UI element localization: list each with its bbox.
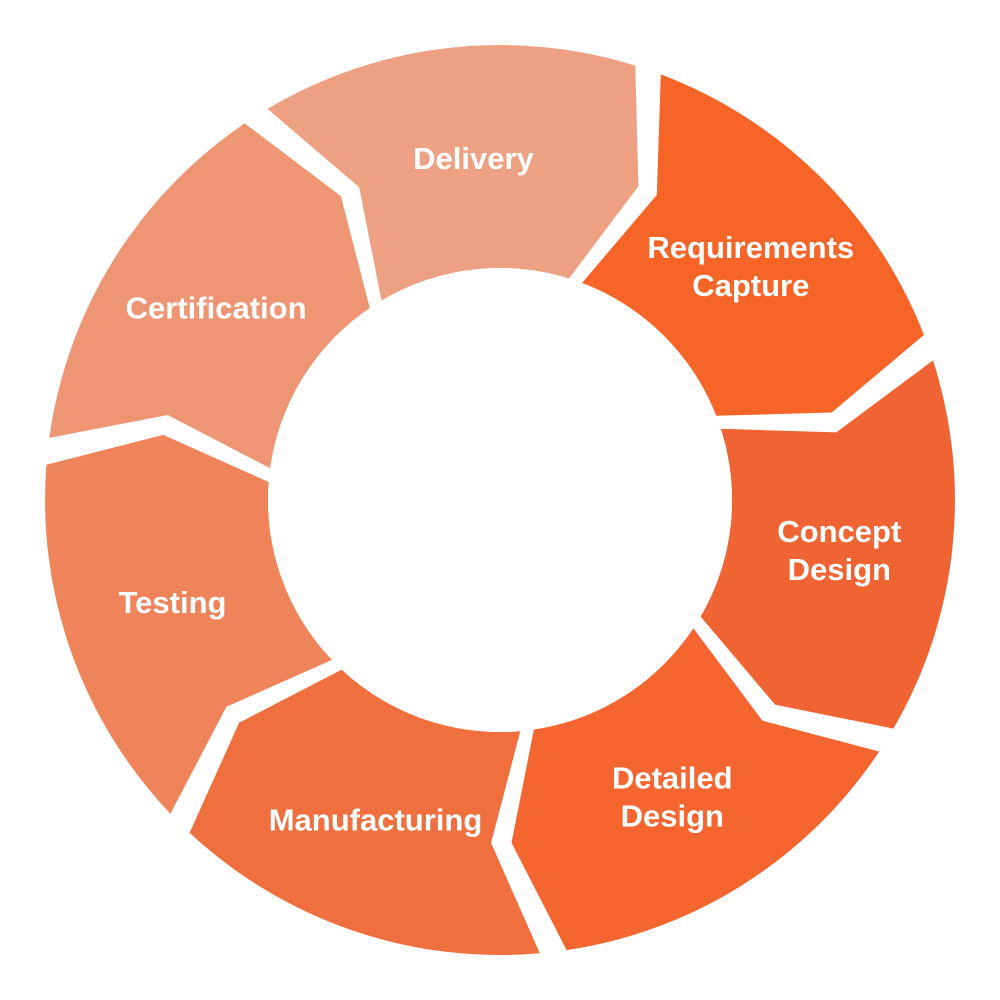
segment-manufacturing xyxy=(189,669,540,956)
label-testing: Testing xyxy=(119,585,227,620)
cycle-segments xyxy=(45,45,955,956)
center-hole xyxy=(268,268,732,732)
segment-delivery xyxy=(267,45,639,301)
label-line: Certification xyxy=(126,291,307,326)
segment-requirements-capture xyxy=(582,74,924,416)
label-line: Delivery xyxy=(413,141,534,176)
label-line: Manufacturing xyxy=(269,803,483,838)
label-delivery: Delivery xyxy=(413,141,534,176)
segment-certification xyxy=(49,123,370,469)
label-line: Design xyxy=(621,799,724,834)
label-certification: Certification xyxy=(126,291,307,326)
segment-detailed-design xyxy=(511,628,880,951)
label-line: Capture xyxy=(692,268,809,303)
label-line: Detailed xyxy=(612,761,733,796)
label-manufacturing: Manufacturing xyxy=(269,803,483,838)
segment-testing xyxy=(45,434,332,814)
label-line: Requirements xyxy=(647,230,854,265)
label-line: Concept xyxy=(777,514,901,549)
label-line: Testing xyxy=(119,585,227,620)
segment-concept-design xyxy=(700,360,955,729)
label-line: Design xyxy=(788,552,891,587)
